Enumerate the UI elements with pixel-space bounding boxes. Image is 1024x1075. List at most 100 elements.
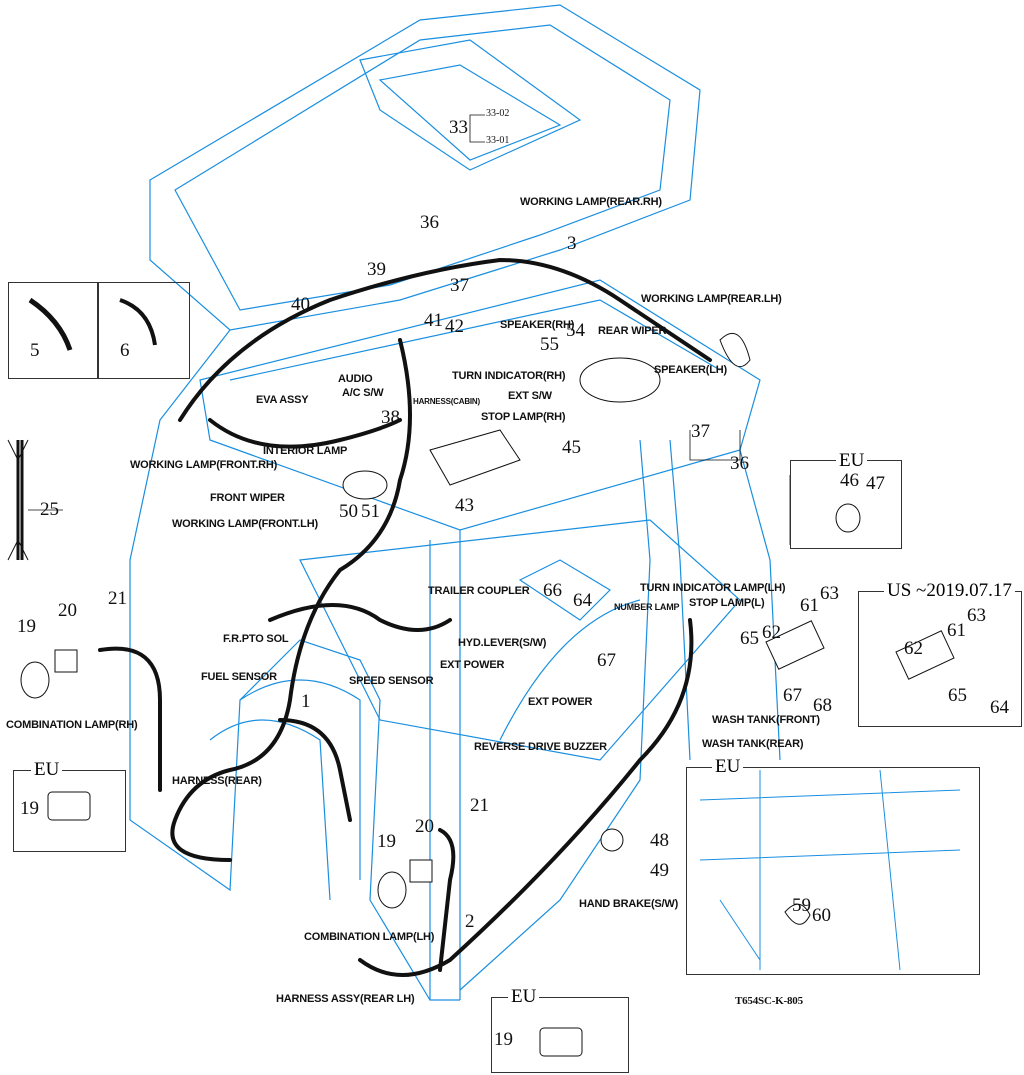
label-front-wiper: FRONT WIPER: [210, 492, 285, 504]
label-ext-power: EXT POWER: [440, 659, 505, 671]
label-ac-sw: A/C S/W: [342, 387, 384, 399]
callout-36: 36: [730, 453, 749, 474]
callout-46: 46: [840, 470, 859, 491]
callout-54: 54: [566, 320, 585, 341]
callout-64: 64: [573, 590, 592, 611]
callout-21: 21: [470, 795, 489, 816]
callout-59: 59: [792, 895, 811, 916]
label-combination-lamp-rh: COMBINATION LAMP(RH): [6, 719, 138, 731]
inset-title-eu: EU: [712, 756, 744, 778]
callout-25: 25: [40, 499, 59, 520]
label-working-lamp-rear-rh: WORKING LAMP(REAR.RH): [520, 196, 662, 208]
callout-41: 41: [424, 310, 443, 331]
callout-63: 63: [967, 605, 986, 626]
callout-19: 19: [494, 1029, 513, 1050]
label-speaker-rh: SPEAKER(RH): [500, 319, 575, 331]
inset-box-eu-59-60: [686, 767, 980, 975]
callout-39: 39: [367, 259, 386, 280]
callout-55: 55: [540, 334, 559, 355]
callout-61: 61: [947, 620, 966, 641]
callout-62: 62: [762, 622, 781, 643]
label-number-lamp: NUMBER LAMP: [614, 602, 680, 612]
callout-63: 63: [820, 583, 839, 604]
callout-62: 62: [904, 638, 923, 659]
eu-inset-frame-lines: [699, 769, 961, 971]
callout-19: 19: [377, 831, 396, 852]
callout-36: 36: [420, 212, 439, 233]
callout-38: 38: [381, 407, 400, 428]
callout-3: 3: [567, 233, 577, 254]
label-working-lamp-front-rh: WORKING LAMP(FRONT.RH): [130, 459, 278, 471]
label-stop-lamp-rh: STOP LAMP(RH): [481, 411, 566, 423]
label-reverse-drive-buzzer: REVERSE DRIVE BUZZER: [474, 741, 607, 753]
label-fr-pto-sol: F.R.PTO SOL: [223, 633, 289, 645]
inset-title-eu: EU: [508, 986, 540, 1008]
callout-33: 33: [449, 117, 468, 138]
callout-50: 50: [339, 501, 358, 522]
callout-19: 19: [20, 798, 39, 819]
callout-37: 37: [691, 421, 710, 442]
callout-68: 68: [813, 695, 832, 716]
label-turn-indicator-lamp-lh: TURN INDICATOR LAMP(LH): [640, 582, 786, 594]
label-ext-sw: EXT S/W: [508, 390, 552, 402]
callout-20: 20: [415, 816, 434, 837]
wire-harness: [98, 257, 712, 977]
component-shapes: [7, 297, 955, 1057]
callout-49: 49: [650, 860, 669, 881]
inset-box-eu-19-lh: [491, 997, 629, 1073]
callout-61: 61: [800, 595, 819, 616]
inset-title-eu: EU: [836, 450, 868, 472]
callout-1: 1: [301, 691, 311, 712]
label-harness-assy-rear-lh: HARNESS ASSY(REAR LH): [276, 993, 415, 1005]
label-trailer-coupler: TRAILER COUPLER: [428, 585, 530, 597]
callout-19: 19: [17, 616, 36, 637]
callout-51: 51: [361, 501, 380, 522]
label-fuel-sensor: FUEL SENSOR: [201, 671, 277, 683]
label-working-lamp-rear-lh: WORKING LAMP(REAR.LH): [641, 293, 782, 305]
label-eva-assy: EVA ASSY: [256, 394, 309, 406]
inset-title-us: US ~2019.07.17: [884, 580, 1015, 602]
label-speed-sensor: SPEED SENSOR: [349, 675, 434, 687]
inset-box-5-6: [8, 282, 190, 379]
label-hyd-lever-sw: HYD.LEVER(S/W): [458, 637, 547, 649]
callout-65: 65: [948, 685, 967, 706]
callout-67: 67: [783, 685, 802, 706]
callout-2: 2: [465, 911, 475, 932]
callout-45: 45: [562, 437, 581, 458]
label-wash-tank-front: WASH TANK(FRONT): [712, 714, 820, 726]
callout-64: 64: [990, 697, 1009, 718]
label-interior-lamp: INTERIOR LAMP: [263, 445, 348, 457]
label-ext-power: EXT POWER: [528, 696, 593, 708]
callout-40: 40: [291, 294, 310, 315]
callout-65: 65: [740, 628, 759, 649]
label-audio: AUDIO: [338, 373, 373, 385]
callout-37: 37: [450, 275, 469, 296]
callout-20: 20: [58, 600, 77, 621]
inset-divider: [97, 282, 99, 379]
label-harness-cabin: HARNESS(CABIN): [413, 397, 480, 406]
callout-21: 21: [108, 588, 127, 609]
callout-42: 42: [445, 316, 464, 337]
label-combination-lamp-lh: COMBINATION LAMP(LH): [304, 931, 435, 943]
label-hand-brake-sw: HAND BRAKE(S/W): [579, 898, 679, 910]
callout-67: 67: [597, 650, 616, 671]
callout-43: 43: [455, 495, 474, 516]
callout-47: 47: [866, 473, 885, 494]
inset-box-eu-19-rh: [13, 770, 126, 852]
callout-66: 66: [543, 580, 562, 601]
callout-6: 6: [120, 340, 130, 361]
inset-title-eu: EU: [31, 759, 63, 781]
label-rear-wiper: REAR WIPER: [598, 325, 667, 337]
label-harness-rear: HARNESS(REAR): [172, 775, 262, 787]
callout-33-01: 33-01: [486, 135, 510, 146]
callout-48: 48: [650, 830, 669, 851]
label-stop-lamp-l: STOP LAMP(L): [689, 597, 765, 609]
label-wash-tank-rear: WASH TANK(REAR): [702, 738, 804, 750]
callout-5: 5: [30, 340, 40, 361]
label-turn-indicator-rh: TURN INDICATOR(RH): [452, 370, 566, 382]
drawing-code: T654SC-K-805: [735, 995, 803, 1007]
callout-60: 60: [812, 905, 831, 926]
label-speaker-lh: SPEAKER(LH): [654, 364, 727, 376]
